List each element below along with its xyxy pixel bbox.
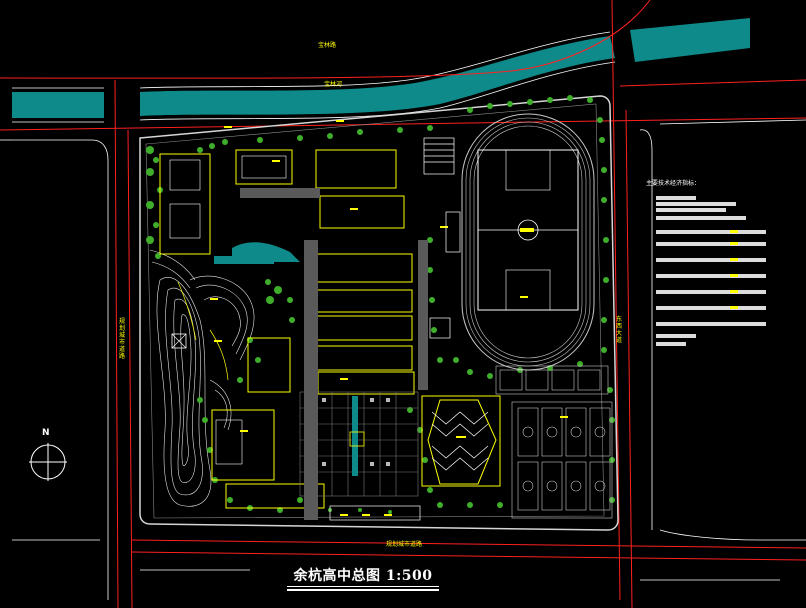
compass-crosshair-icon <box>29 443 67 481</box>
label-east-road: 东西大道 <box>616 316 623 344</box>
canal-upper <box>630 18 750 62</box>
tech-cell <box>730 242 738 245</box>
tech-row <box>656 290 766 294</box>
drawing-title-block: 余杭高中总图 1:500 <box>283 565 443 595</box>
sports-courts <box>495 365 613 519</box>
tech-row <box>656 322 766 326</box>
tech-row <box>656 342 686 346</box>
north-arrow: N <box>28 428 76 488</box>
label-canal: 宝林河 <box>324 81 343 88</box>
tech-row <box>656 242 766 246</box>
tech-cell <box>730 230 738 233</box>
tech-row <box>656 306 766 310</box>
canal-main <box>140 36 615 116</box>
drawing-title: 余杭高中总图 1:500 <box>293 568 433 584</box>
label-north-road: 宝林路 <box>318 42 337 49</box>
label-south-road: 规划城市道路 <box>386 541 423 548</box>
technical-indicators-panel: 主要技术经济指标： <box>646 178 766 353</box>
tech-row <box>656 258 766 262</box>
tech-cell <box>730 274 738 277</box>
tech-row <box>656 274 766 278</box>
tech-row <box>656 216 746 220</box>
tech-row <box>656 196 696 200</box>
hill-contours <box>149 249 255 507</box>
tech-cell <box>730 258 738 261</box>
tech-cell <box>730 290 738 293</box>
title-underline-thick <box>287 589 439 591</box>
title-underline <box>287 586 439 587</box>
north-letter: N <box>42 428 50 438</box>
technical-indicators-heading: 主要技术经济指标： <box>646 180 701 187</box>
vegetation <box>146 95 615 514</box>
school-buildings <box>159 149 501 509</box>
site-boundary <box>139 95 619 531</box>
label-west-road: 规划城市道路 <box>119 318 126 360</box>
tech-row <box>656 230 766 234</box>
canal-left <box>12 92 104 118</box>
tech-row <box>656 334 696 338</box>
running-track <box>461 113 595 371</box>
tech-row <box>656 202 736 206</box>
tech-row <box>656 208 726 212</box>
tech-cell <box>730 306 738 309</box>
